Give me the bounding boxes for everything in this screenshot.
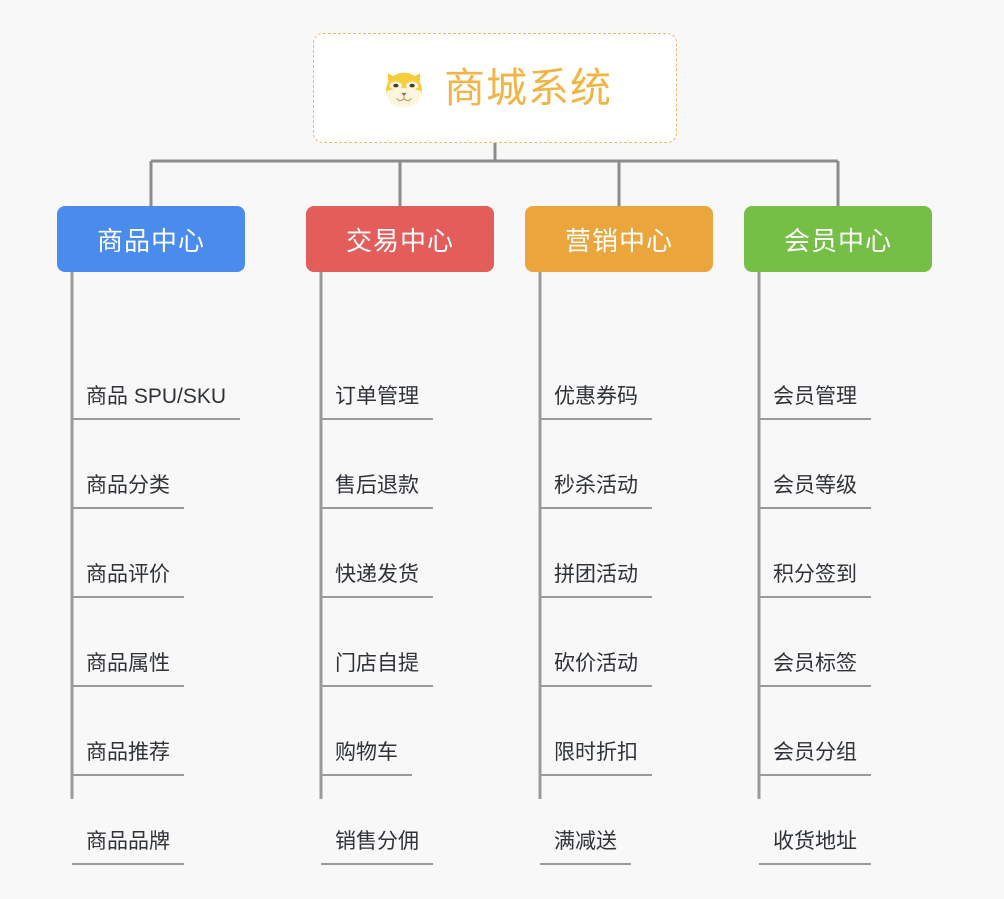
category-header-3[interactable]: 营销中心 — [525, 206, 713, 272]
leaf-item-label: 商品 SPU/SKU — [72, 386, 241, 420]
leaf-item-label: 商品评价 — [72, 564, 184, 598]
mindmap-canvas: 商城系统 商品中心商品 SPU/SKU 商品分类商品评价商品属性商品推荐商品品牌 交… — [57, 33, 932, 865]
leaf-item-label: 会员管理 — [759, 386, 871, 420]
leaf-item-label: 秒杀活动 — [540, 475, 652, 509]
category-column: 会员中心会员管理会员等级积分签到会员标签会员分组收货地址 — [744, 206, 932, 865]
leaf-item-label: 砍价活动 — [540, 653, 652, 687]
leaf-item-label: 商品品牌 — [72, 831, 184, 865]
leaf-item-label: 限时折扣 — [540, 742, 652, 776]
leaf-item-label: 收货地址 — [759, 831, 871, 865]
leaf-item-label: 会员标签 — [759, 653, 871, 687]
category-header-label: 交易中心 — [345, 225, 454, 256]
leaf-item-label: 售后退款 — [321, 475, 433, 509]
category-column: 营销中心优惠券码秒杀活动拼团活动砍价活动限时折扣满减送 — [525, 206, 713, 865]
category-column: 商品中心商品 SPU/SKU 商品分类商品评价商品属性商品推荐商品品牌 — [57, 206, 245, 865]
category-header-2[interactable]: 交易中心 — [306, 206, 494, 272]
leaf-item-label: 购物车 — [321, 742, 412, 776]
leaf-item-label: 商品分类 — [72, 475, 184, 509]
leaf-item-label: 门店自提 — [321, 653, 433, 687]
leaf-item-label: 积分签到 — [759, 564, 871, 598]
leaf-item-label: 快递发货 — [321, 564, 433, 598]
category-column: 交易中心订单管理售后退款快递发货门店自提购物车销售分佣 — [306, 206, 494, 865]
category-header-label: 营销中心 — [564, 225, 673, 256]
leaf-item-label: 会员等级 — [759, 475, 871, 509]
category-header-label: 商品中心 — [96, 225, 205, 256]
leaf-item-label: 订单管理 — [321, 386, 433, 420]
root-node[interactable]: 商城系统 — [313, 33, 677, 143]
leaf-item-label: 销售分佣 — [321, 831, 433, 865]
leaf-item-label: 满减送 — [540, 831, 631, 865]
category-header-label: 会员中心 — [783, 225, 892, 256]
category-header-4[interactable]: 会员中心 — [744, 206, 932, 272]
root-title: 商城系统 — [444, 64, 612, 111]
leaf-item-label: 商品属性 — [72, 653, 184, 687]
category-header-1[interactable]: 商品中心 — [57, 206, 245, 272]
leaf-item-label: 商品推荐 — [72, 742, 184, 776]
shiba-dog-face-icon — [386, 72, 422, 108]
leaf-item-label: 优惠券码 — [540, 386, 652, 420]
leaf-item-label: 会员分组 — [759, 742, 871, 776]
leaf-item-label: 拼团活动 — [540, 564, 652, 598]
